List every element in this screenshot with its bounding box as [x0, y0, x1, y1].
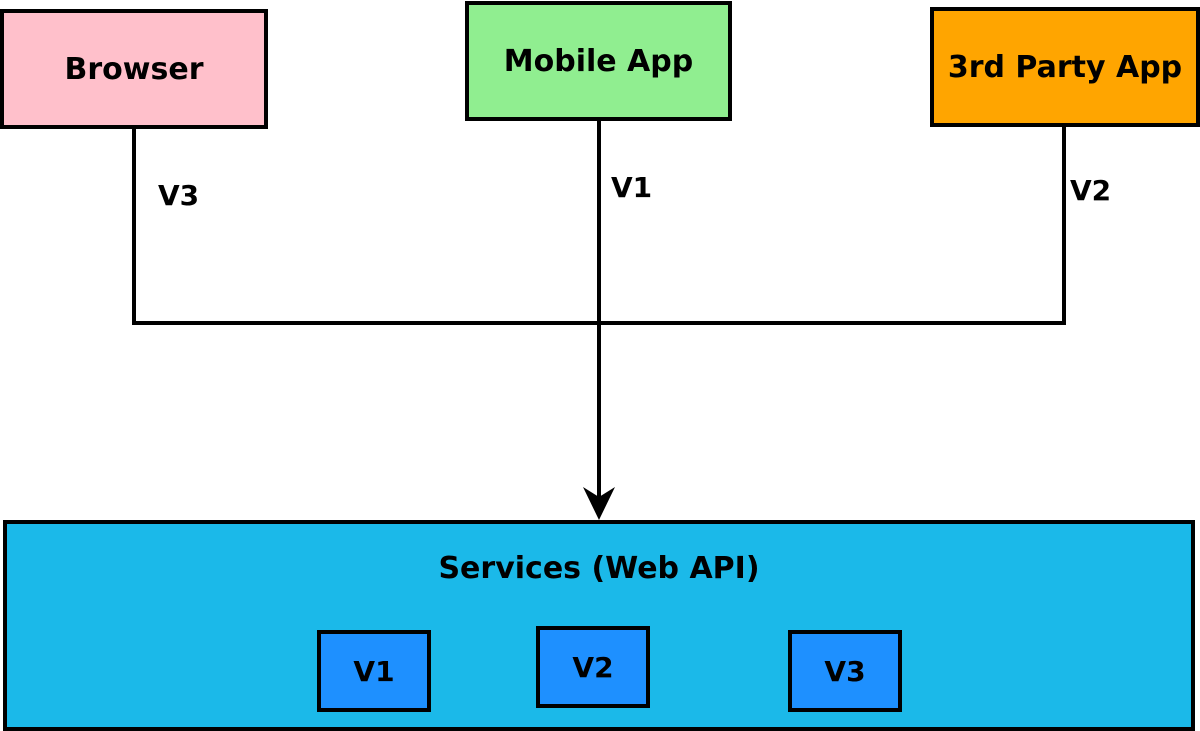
- service-version-v1-label: V1: [353, 654, 395, 688]
- services-title: Services (Web API): [438, 551, 760, 586]
- service-version-v1: V1: [317, 630, 431, 712]
- mobile-app-label: Mobile App: [503, 43, 694, 79]
- browser-box: Browser: [0, 9, 268, 129]
- service-version-v3: V3: [788, 630, 902, 712]
- service-version-v2-label: V2: [572, 650, 614, 684]
- third-party-app-box: 3rd Party App: [930, 7, 1200, 127]
- browser-label: Browser: [64, 51, 204, 87]
- mobile-version-label: V1: [611, 171, 653, 204]
- service-version-v2: V2: [536, 626, 650, 708]
- service-version-v3-label: V3: [824, 654, 866, 688]
- browser-version-label: V3: [158, 179, 200, 212]
- third-party-version-label: V2: [1070, 174, 1112, 207]
- mobile-app-box: Mobile App: [465, 1, 732, 121]
- third-party-app-label: 3rd Party App: [947, 49, 1183, 85]
- services-arrowhead: [583, 487, 615, 520]
